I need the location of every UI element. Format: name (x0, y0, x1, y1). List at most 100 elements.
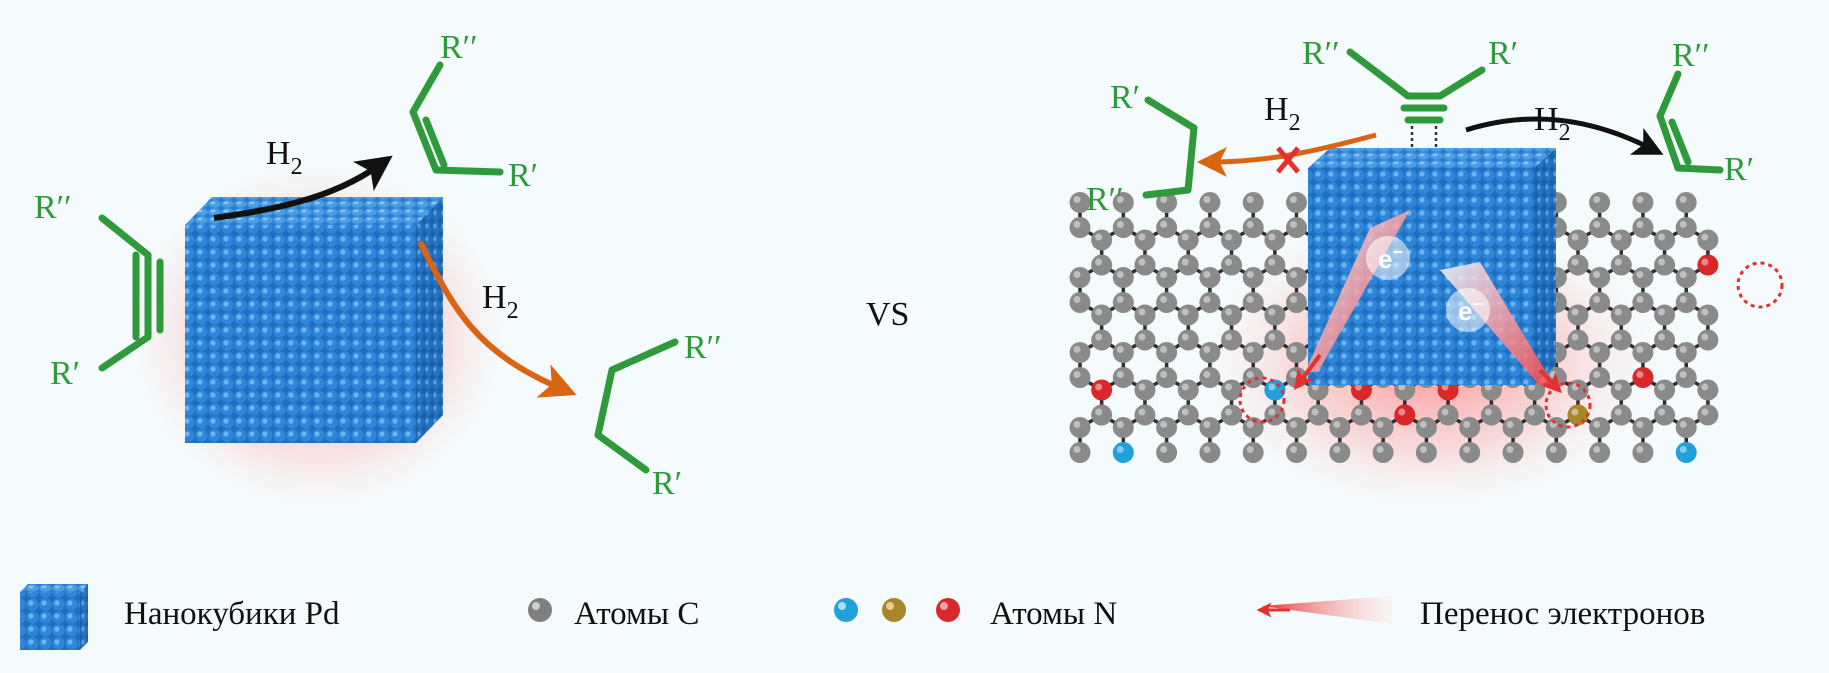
carbon-atom (1589, 192, 1611, 213)
carbon-atom (1091, 229, 1113, 251)
nitrogen-atom (1697, 254, 1719, 276)
atom-highlight (1614, 258, 1622, 266)
atom-highlight (1593, 446, 1601, 453)
carbon-atom (1199, 267, 1221, 288)
carbon-atom (1177, 304, 1199, 326)
atom-highlight (1138, 233, 1146, 241)
atom-highlight (1571, 258, 1579, 266)
carbon-atom (1156, 417, 1178, 438)
atom-highlight (1679, 271, 1687, 278)
right-blocked-product-r-bottom: R′′ (1086, 181, 1124, 218)
atom-highlight (1203, 446, 1211, 453)
vs-label: VS (866, 296, 909, 333)
atom-highlight (1701, 258, 1709, 266)
atom-highlight (1614, 383, 1622, 391)
left-reactant-r-bottom: R′ (50, 355, 80, 392)
right-product-r-bottom: R′ (1724, 151, 1754, 188)
carbon-atom (1459, 442, 1481, 463)
carbon-atom (1091, 254, 1113, 276)
atom-highlight (1116, 446, 1124, 453)
atom-highlight (1203, 221, 1211, 228)
atom-highlight (1160, 446, 1168, 453)
carbon-atom (1199, 342, 1221, 363)
atom-highlight (1571, 233, 1579, 241)
atom-highlight (1376, 446, 1384, 453)
atom-highlight (1506, 421, 1514, 428)
atom-highlight (1160, 271, 1168, 278)
electron-glow-1 (1366, 236, 1410, 280)
left-top-h2-label: H2 (266, 135, 303, 180)
nitrogen-atom (1632, 367, 1654, 388)
carbon-atom (1545, 442, 1567, 463)
atom-highlight (1268, 383, 1276, 391)
nitrogen-atom-icon (834, 598, 960, 622)
atom-highlight (1073, 296, 1081, 303)
highlight-red-n (1736, 261, 1784, 309)
carbon-atom (1069, 217, 1091, 238)
electron-transfer-beams: e− e− (1294, 210, 1562, 394)
atom-highlight (1181, 258, 1189, 266)
right-blocked-product-alkane (1142, 96, 1198, 199)
atom-highlight (1658, 233, 1666, 241)
carbon-atom (1286, 217, 1308, 238)
carbon-atom (1654, 229, 1676, 251)
carbon-atom (1589, 442, 1611, 463)
atom-highlight (1225, 258, 1233, 266)
atom-highlight (1571, 408, 1579, 416)
atom-highlight (1571, 333, 1579, 341)
atom-highlight (1701, 383, 1709, 391)
atom-highlight (1354, 383, 1362, 391)
atom-highlight (1073, 421, 1081, 428)
atom-highlight (1116, 196, 1124, 203)
atom-highlight (1246, 196, 1254, 203)
atom-highlight (1419, 446, 1427, 453)
left-top-product-r-bottom: R′ (508, 157, 538, 194)
left-panel: R′′ R′ H2 R′′ R′ H2 R′′ R′ (34, 29, 722, 510)
carbon-atom (1156, 292, 1178, 313)
carbon-atom (1697, 404, 1719, 426)
carbon-atom (1264, 254, 1286, 276)
atom-highlight (1658, 308, 1666, 316)
carbon-atom (1675, 267, 1697, 288)
electron-label-1: e− (1378, 242, 1403, 274)
atom-highlight (1549, 446, 1557, 453)
right-blocked-product-r-top: R′ (1110, 79, 1140, 116)
legend-pd-label: Нанокубики Pd (124, 596, 340, 632)
atom-highlight (1679, 221, 1687, 228)
carbon-atom (1091, 329, 1113, 351)
atom-highlight (1268, 333, 1276, 341)
atom-highlight (1160, 296, 1168, 303)
carbon-atom (1069, 192, 1091, 213)
nitrogen-atom (1675, 442, 1697, 463)
atom-highlight (1160, 221, 1168, 228)
atom-highlight (1181, 408, 1189, 416)
atom-highlight (1073, 221, 1081, 228)
dopant-highlight-circles (1238, 261, 1784, 429)
atom-highlight (1333, 446, 1341, 453)
atom-highlight (1138, 408, 1146, 416)
nitrogen-atom (1394, 404, 1416, 426)
atom-highlight (1528, 408, 1536, 416)
atom-highlight (1181, 233, 1189, 241)
legend: Нанокубики Pd Атомы C Атомы N Перенос эл… (20, 584, 1705, 650)
carbon-atom (1307, 404, 1329, 426)
carbon-atom (1177, 329, 1199, 351)
carbon-atom (1589, 217, 1611, 238)
atom-highlight (1203, 421, 1211, 428)
carbon-atom (1112, 417, 1134, 438)
atom-highlight (1160, 196, 1168, 203)
carbon-atom (1069, 342, 1091, 363)
atom-highlight (1484, 408, 1492, 416)
carbon-atom (1199, 442, 1221, 463)
carbon-atom (1567, 229, 1589, 251)
right-panel: e− e− R′′ R′ H2 (1069, 35, 1784, 510)
atom-highlight (1181, 383, 1189, 391)
carbon-atom (1632, 342, 1654, 363)
atom-highlight (1701, 308, 1709, 316)
atom-highlight (1398, 408, 1406, 416)
carbon-atom (1221, 379, 1243, 401)
atom-highlight (1701, 408, 1709, 416)
carbon-atom (1112, 292, 1134, 313)
atom-highlight (1636, 296, 1644, 303)
